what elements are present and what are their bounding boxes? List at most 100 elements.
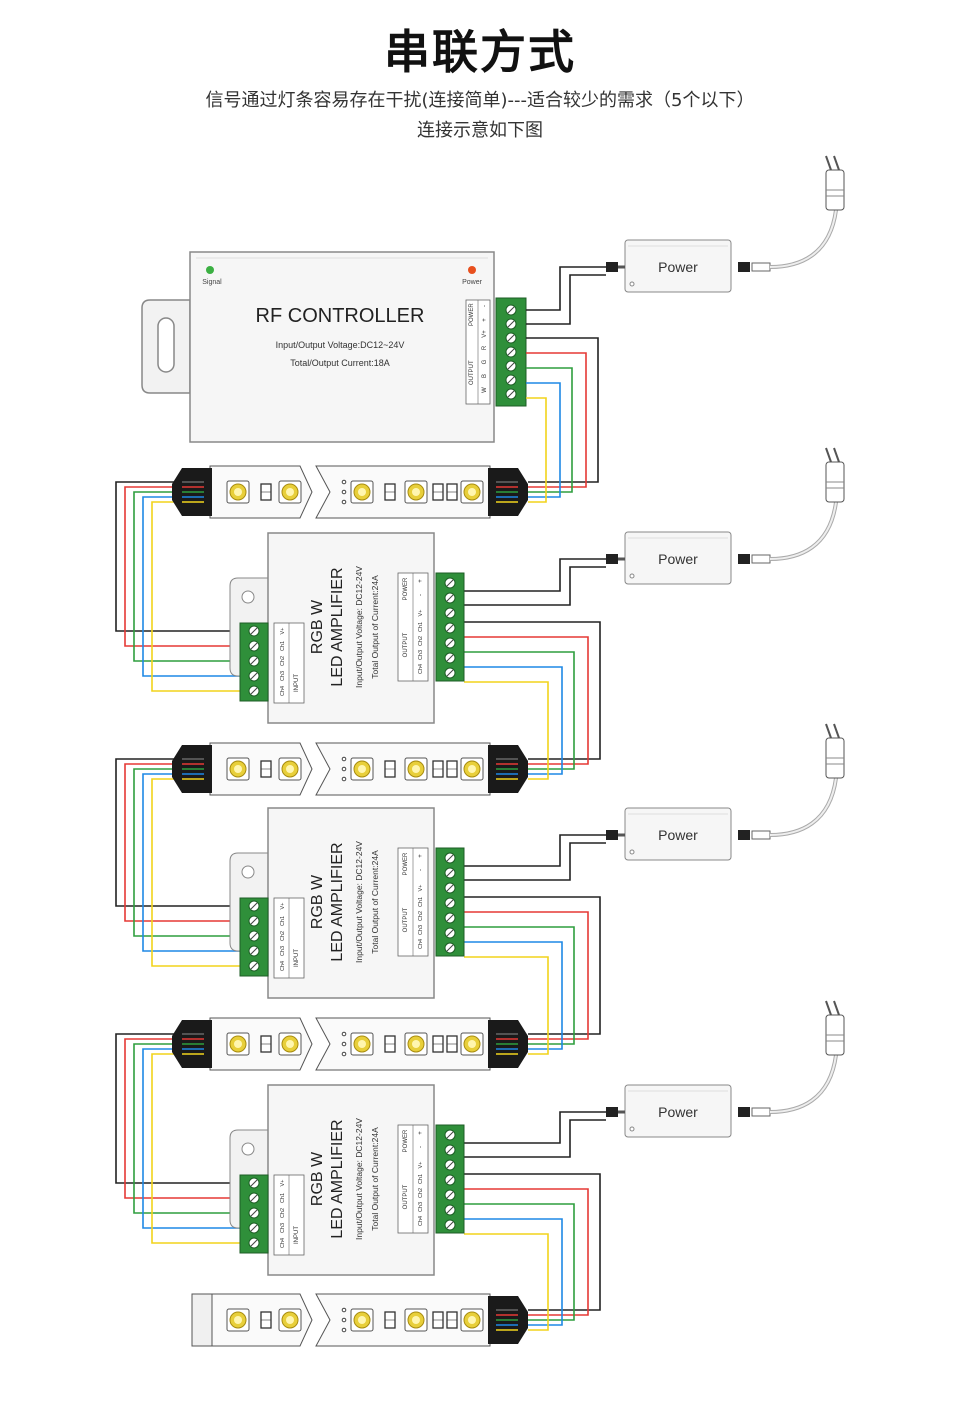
input-pin-label: Ch1 [280, 641, 286, 651]
amplifier-voltage: Input/Output Voltage: DC12-24V [354, 566, 364, 688]
power-wire [464, 842, 606, 881]
page-subtitle: 信号通过灯条容易存在干扰(连接简单)---适合较少的需求（5个以下） [205, 90, 755, 111]
power-wire [464, 834, 606, 867]
signal-wire [464, 666, 563, 775]
signal-wire [124, 486, 240, 647]
rf-controller: Signal Power RF CONTROLLER Input/Output … [141, 251, 527, 443]
output-label: OUTPUT [403, 907, 409, 932]
power-supply: Power [606, 447, 845, 585]
signal-wire [151, 778, 240, 967]
dc-plug-icon [606, 1107, 618, 1117]
output-pin-label: Ch3 [418, 650, 424, 660]
signal-wire [464, 651, 575, 770]
output-label: OUTPUT [403, 1184, 409, 1209]
controller-pin-label: V+ [482, 330, 488, 338]
output-pin-label: Ch2 [418, 636, 424, 646]
output-pin-label: Ch3 [418, 925, 424, 935]
signal-wire [464, 636, 589, 765]
signal-wire [464, 1233, 549, 1331]
output-pin-label: V+ [418, 885, 424, 892]
led-strip-pair [172, 1017, 528, 1071]
power-label: Power [462, 279, 483, 286]
signal-wire [133, 491, 240, 662]
controller-title: RF CONTROLLER [256, 305, 425, 327]
led-strip-pair [172, 742, 528, 796]
signal-wire [526, 337, 599, 483]
signal-wire [464, 621, 601, 760]
output-pin-label: Ch4 [418, 939, 424, 949]
signal-label: Signal [202, 279, 222, 286]
power-wire [526, 274, 606, 325]
input-pin-label: Ch3 [280, 1223, 286, 1233]
controller-pin-label: G [482, 359, 488, 364]
amplifier-voltage: Input/Output Voltage: DC12-24V [354, 841, 364, 963]
input-pin-label: Ch3 [280, 671, 286, 681]
input-pin-label: V+ [280, 628, 286, 635]
power-pin-label: - [418, 1146, 424, 1148]
controller-output-label: OUTPUT [469, 360, 475, 385]
power-supply-label: Power [658, 551, 698, 567]
signal-wire [124, 763, 240, 922]
signal-led-icon [206, 266, 214, 274]
strip-end-cap [191, 1293, 213, 1347]
signal-wire [464, 911, 589, 1040]
amplifier-name-line2: LED AMPLIFIER [329, 567, 346, 686]
controller-pin-label: R [482, 345, 488, 350]
power-pin-label: + [418, 854, 424, 858]
amplifier-current: Total Output of Current:24A [370, 575, 380, 679]
led-strip-pair [172, 465, 528, 519]
power-supply-label: Power [658, 1104, 698, 1120]
controller-voltage: Input/Output Voltage:DC12~24V [276, 340, 405, 350]
input-pin-label: Ch2 [280, 1208, 286, 1218]
power-wire [464, 1119, 606, 1158]
input-pin-label: Ch4 [280, 1238, 286, 1248]
output-pin-label: Ch4 [418, 664, 424, 674]
signal-wire [142, 496, 240, 677]
controller-power-label: POWER [469, 303, 475, 326]
controller-pin-label: B [482, 374, 488, 378]
power-led-icon [468, 266, 476, 274]
power-supply: Power [606, 155, 845, 293]
power-pin-label: + [418, 579, 424, 583]
wiring [115, 266, 606, 1331]
controller-pin-label: W [482, 387, 488, 393]
input-pin-label: Ch3 [280, 946, 286, 956]
signal-wire [142, 1048, 240, 1229]
amplifier-voltage: Input/Output Voltage: DC12-24V [354, 1118, 364, 1240]
power-pin-label: - [418, 594, 424, 596]
led-strip-right [315, 465, 491, 519]
input-label: INPUT [294, 1226, 300, 1244]
signal-wire [464, 1218, 563, 1326]
controller-pin-label: + [482, 318, 488, 322]
signal-wire [464, 926, 575, 1045]
header: 串联方式 信号通过灯条容易存在干扰(连接简单)---适合较少的需求（5个以下） … [0, 0, 960, 146]
power-supply: Power [606, 1000, 845, 1138]
amplifier-name-line2: LED AMPLIFIER [329, 1119, 346, 1238]
signal-wire [526, 397, 547, 503]
output-power-label: POWER [403, 1129, 409, 1152]
signal-wire [464, 941, 563, 1050]
power-wire [526, 266, 606, 311]
input-pin-label: Ch2 [280, 656, 286, 666]
input-label: INPUT [294, 674, 300, 692]
signal-wire [464, 1173, 601, 1311]
power-supply: Power [606, 723, 845, 861]
signal-wire [464, 681, 549, 780]
led-strips [172, 465, 528, 1347]
output-power-label: POWER [403, 577, 409, 600]
dc-plug-icon [606, 262, 618, 272]
signal-wire [526, 382, 561, 498]
ac-plug-icon [738, 1107, 750, 1117]
input-pin-label: Ch2 [280, 931, 286, 941]
amplifier-name-line2: LED AMPLIFIER [329, 842, 346, 961]
ac-plug-icon [738, 262, 750, 272]
output-label: OUTPUT [403, 632, 409, 657]
amplifier-name-line1: RGB W [309, 1151, 326, 1206]
output-pin-label: Ch2 [418, 911, 424, 921]
output-pin-label: Ch3 [418, 1202, 424, 1212]
